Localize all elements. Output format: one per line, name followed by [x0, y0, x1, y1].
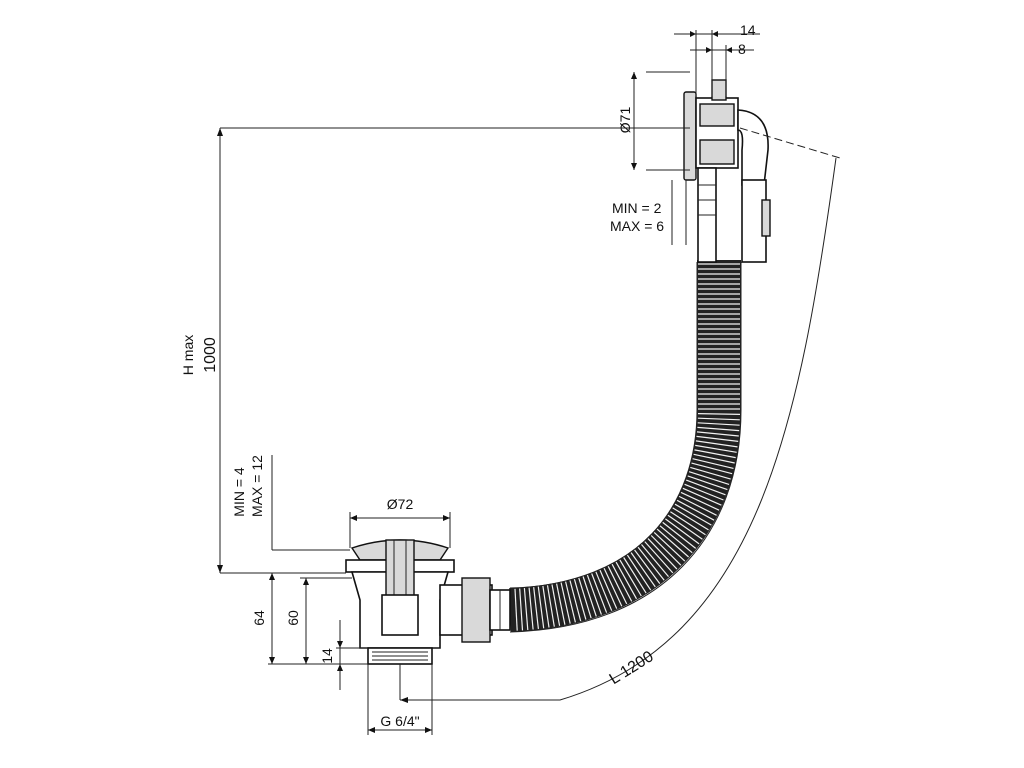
dim-overflow-wall-max: MAX = 6	[610, 218, 664, 234]
dimension-lines	[217, 30, 841, 735]
hose-rib	[665, 518, 700, 545]
hose-rib	[578, 577, 592, 619]
hose-rib	[542, 585, 550, 628]
dim-overflow-width-outer: 14	[740, 22, 756, 38]
hose-rib	[693, 453, 735, 464]
hose-rib	[682, 487, 722, 506]
hose-rib	[650, 535, 682, 566]
hose-rib	[607, 566, 628, 605]
dim-overflow-width-inner: 8	[738, 41, 746, 57]
hose-rib	[615, 561, 638, 600]
hose-rib	[556, 583, 566, 625]
hose-rib	[644, 541, 674, 574]
dim-height-label: H max	[180, 335, 196, 375]
hose-rib	[697, 426, 740, 432]
hose-rib	[659, 525, 693, 554]
dim-waste-diameter: Ø72	[387, 496, 414, 512]
hose-rib	[690, 466, 731, 480]
hose-rib	[637, 546, 665, 581]
dim-overflow-wall-min: MIN = 2	[612, 200, 662, 216]
hose-rib	[696, 431, 739, 437]
hose-rib	[599, 569, 618, 609]
hose-rib	[684, 483, 724, 501]
flexible-hose	[508, 260, 742, 633]
hose-rib	[685, 479, 726, 496]
hose-rib	[667, 514, 703, 540]
dim-thread-size: G 6/4"	[380, 713, 419, 729]
hose-rib	[691, 462, 733, 475]
waste-assembly	[345, 539, 511, 665]
hose-rib	[514, 588, 518, 631]
hose-rib	[687, 475, 728, 491]
dim-hose-length: L 1200	[607, 648, 657, 688]
hose-rib	[519, 588, 524, 631]
dim-waste-wall-max: MAX = 12	[249, 455, 265, 517]
dim-overflow-diameter: Ø71	[617, 107, 633, 134]
hose-rib	[678, 495, 717, 516]
hose-rib	[695, 444, 737, 453]
hose-rib	[662, 521, 697, 549]
hose-rib	[688, 471, 730, 485]
hose-rib	[680, 491, 720, 511]
dim-height-value: 1000	[202, 337, 219, 373]
dim-waste-wall-min: MIN = 4	[231, 467, 247, 517]
hose-rib	[528, 587, 534, 630]
dim-thread-length: 14	[319, 648, 335, 664]
hose-rib	[533, 587, 539, 629]
hose-rib	[670, 511, 706, 536]
hose-rib	[603, 567, 623, 607]
hose-rib	[595, 571, 613, 611]
hose-rib	[647, 538, 678, 570]
overflow-assembly	[683, 79, 771, 263]
hose-rib	[653, 531, 686, 562]
hose-ribs	[514, 263, 741, 631]
hose-rib	[623, 557, 647, 594]
hose-rib	[582, 576, 597, 617]
hose-rib	[619, 559, 642, 597]
hose-rib	[697, 413, 741, 415]
hose-rib	[697, 417, 740, 421]
hose-rib	[692, 458, 734, 469]
hose-rib	[634, 549, 661, 584]
hose-rib	[611, 563, 633, 602]
hose-rib	[674, 503, 712, 526]
hose-rib	[676, 499, 715, 521]
hose-rib	[626, 554, 652, 591]
hose-rib	[696, 435, 739, 442]
dim-waste-height-total: 64	[251, 610, 267, 626]
hose-rib	[573, 579, 587, 620]
hose-rib	[694, 449, 736, 459]
dim-waste-height-body: 60	[285, 610, 301, 626]
hose-rib	[672, 507, 709, 531]
hose-rib	[551, 584, 561, 626]
hose-rib	[695, 440, 738, 448]
hose-rib	[641, 544, 669, 577]
hose-rib	[630, 552, 656, 588]
hose-rib	[591, 573, 608, 613]
hose-rib	[560, 582, 571, 624]
hose-rib	[656, 528, 689, 558]
hose-rib	[546, 585, 555, 627]
hose-rib	[569, 580, 582, 622]
hose-rib	[537, 586, 545, 629]
hose-rib	[586, 574, 602, 615]
hose-rib	[697, 422, 740, 426]
hose-rib	[565, 581, 576, 623]
hose-rib	[523, 588, 529, 631]
